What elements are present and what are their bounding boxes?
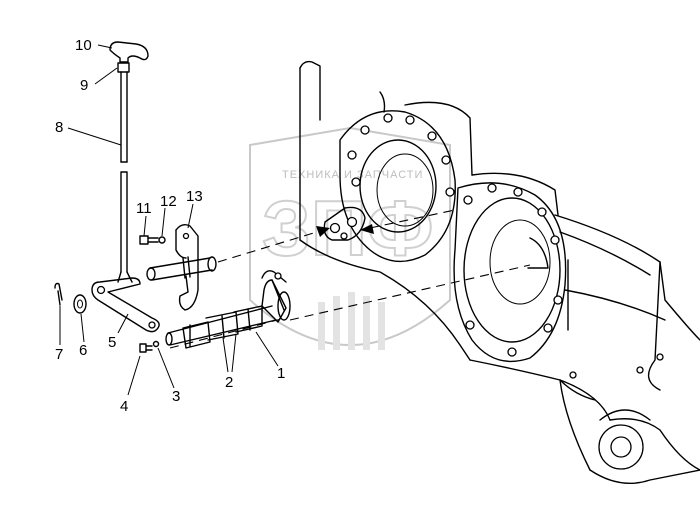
lock-nut	[117, 62, 130, 73]
bolt	[139, 235, 159, 245]
watermark-letters: ЗПФ	[262, 184, 434, 272]
shift-fork-bracket	[323, 206, 366, 241]
callout-4: 4	[120, 398, 128, 415]
spring-washer	[158, 236, 166, 244]
watermark-text: ТЕХНИКА И ЗАПЧАСТИ	[282, 169, 423, 181]
callout-2: 2	[225, 374, 233, 391]
cotter-pin	[54, 282, 63, 306]
callout-9: 9	[80, 77, 88, 94]
transmission-housing	[299, 60, 700, 485]
shift-shaft	[165, 270, 291, 346]
callout-5: 5	[108, 334, 116, 351]
callout-3: 3	[172, 388, 180, 405]
callout-7: 7	[55, 346, 63, 363]
detent-ball	[152, 340, 160, 348]
callout-1: 1	[277, 365, 285, 382]
set-screw	[139, 343, 153, 353]
watermark-wheat-icon	[318, 292, 385, 350]
callout-13: 13	[186, 188, 203, 205]
shift-lever	[91, 277, 160, 333]
callout-11: 11	[136, 200, 152, 217]
callout-8: 8	[55, 119, 63, 136]
callout-12: 12	[160, 193, 177, 210]
assembly-lines	[169, 209, 531, 349]
shaft-sleeves	[182, 305, 263, 349]
watermark: ТЕХНИКА И ЗАПЧАСТИ ЗПФ	[249, 126, 451, 350]
callout-labels: 10 9 8 11 12 13 5 6 7 4 3 2 1	[55, 37, 285, 415]
washer	[73, 294, 87, 314]
shift-rod	[117, 71, 133, 283]
leader-lines	[59, 44, 279, 396]
handle-knob	[109, 41, 149, 63]
shift-fork	[146, 223, 217, 311]
callout-6: 6	[79, 342, 87, 359]
callout-10: 10	[75, 37, 92, 54]
